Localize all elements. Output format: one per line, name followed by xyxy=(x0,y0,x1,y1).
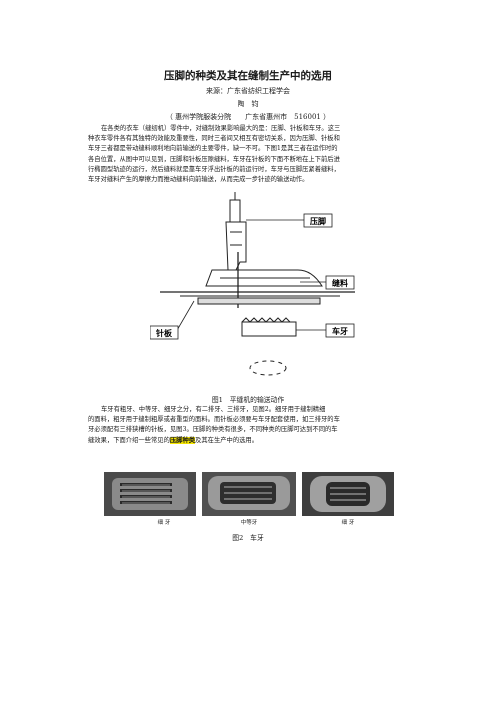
paragraph-line: 的面料，粗牙用于缝制粗厚或者重型的面料。而针板必须要与车牙配套使用，如三排牙的车 xyxy=(88,416,340,424)
affiliation-line: （ 惠州学院服装分院 广东省惠州市 516001 ） xyxy=(165,113,331,121)
figure-1-caption: 图1 平缝机的输送动作 xyxy=(211,396,285,404)
paragraph-line: 车牙对缝料产生的摩擦力而推动缝料向前输送，从而完成一步针迹的输送动作。 xyxy=(88,176,309,184)
paragraph-feed-dog: 车牙有粗牙、中等牙、细牙之分，有二排牙、三排牙，见图2。细牙用于缝制精细 的面料… xyxy=(88,405,408,446)
label-needle-plate: 针板 xyxy=(156,328,173,338)
author-line: 陶 钧 xyxy=(237,100,259,108)
fig2-label-coarse: 细 牙 xyxy=(342,518,355,526)
figure-2-photos: 细 牙 中等牙 细 牙 xyxy=(104,472,394,526)
fig2-label-medium: 中等牙 xyxy=(241,518,258,526)
figure-1-diagram: 压脚 缝料 针板 车牙 xyxy=(150,192,355,376)
paragraph-line: 各自位置，从图中可以见到，压脚和针板压隙缝料，车牙在针板的下面不断地在上下前后进 xyxy=(88,155,340,163)
paragraph-line: 牙必须配有三排狭槽的针板，见图3。压脚的种类有很多，不同种类的压脚可达到不同的车 xyxy=(88,426,338,434)
label-fabric: 缝料 xyxy=(332,278,348,288)
label-feed-dog: 车牙 xyxy=(332,326,348,336)
paragraph-line: 缝效果，下面介绍一些常见的压脚种类及其在生产中的选用。 xyxy=(88,436,259,444)
figure-2-caption: 图2 车牙 xyxy=(232,534,264,542)
paragraph-intro: 在各类的衣车（缝纫机）零件中，对缝制效果影响最大的是：压脚、针板和车牙。这三 种… xyxy=(88,124,408,185)
paragraph-line: 车牙三者都是带动缝料顺利地向前输送的主要零件，缺一不可。下图1是其三者在运作时的 xyxy=(88,145,338,153)
source-line: 来源：广东省纺织工程学会 xyxy=(206,87,290,95)
fig2-label-fine: 细 牙 xyxy=(158,518,171,526)
paragraph-line: 行椭圆型轨迹的运行，然后缝料就是靠车牙浮出针板的前运行时，车牙与压脚压紧着缝料， xyxy=(88,165,340,173)
paragraph-line: 种衣车零件各有其独特的效能及重要性，同时三者间又相互有密切关系，因为压脚、针板和 xyxy=(88,135,340,143)
page-title: 压脚的种类及其在缝制生产中的选用 xyxy=(164,70,332,82)
label-presser-foot: 压脚 xyxy=(310,216,326,226)
paragraph-line: 车牙有粗牙、中等牙、细牙之分，有二排牙、三排牙，见图2。细牙用于缝制精细 xyxy=(101,406,326,413)
paragraph-line: 在各类的衣车（缝纫机）零件中，对缝制效果影响最大的是：压脚、针板和车牙。这三 xyxy=(101,125,341,132)
highlighted-term: 压脚种类 xyxy=(169,436,196,444)
